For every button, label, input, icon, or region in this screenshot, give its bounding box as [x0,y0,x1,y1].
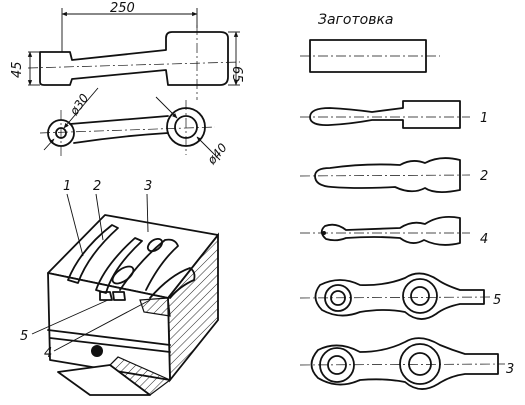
dim-large-hole-label: ø40 [204,140,230,167]
die-label-1: 1 [63,179,71,194]
stage-label-2: 2 [480,169,488,184]
stage-label-1: 1 [480,111,488,126]
stage-1: 1 [300,100,488,129]
stage-4: 4 [300,215,488,247]
die-label-5: 5 [20,329,28,344]
die-label-2: 2 [93,179,101,194]
dim-left-height-label: 45 [10,61,25,78]
blank-drawing: 250 45 65 ø30 [10,1,244,168]
blank-top-view: 250 45 65 [10,1,244,100]
dim-small-hole-label: ø30 [66,91,91,119]
stage-label-5: 5 [493,293,501,308]
blank-side-view: ø30 ø40 [39,87,230,168]
dim-right-height-label: 65 [229,66,244,83]
stages-title: Заготовка [318,12,393,28]
die-label-4: 4 [44,346,52,361]
stage-blank [300,39,440,73]
dim-length-label: 250 [110,1,135,16]
stage-5: 5 [299,272,501,320]
die-label-3: 3 [144,179,152,194]
forging-stages: Заготовка 1 2 4 [299,12,514,390]
stage-label-4: 4 [480,232,488,247]
stage-2: 2 [299,157,488,193]
stage-3: 3 [299,337,514,390]
stage-label-3: 3 [506,362,514,377]
die-block: 1 2 3 5 4 [20,179,219,396]
